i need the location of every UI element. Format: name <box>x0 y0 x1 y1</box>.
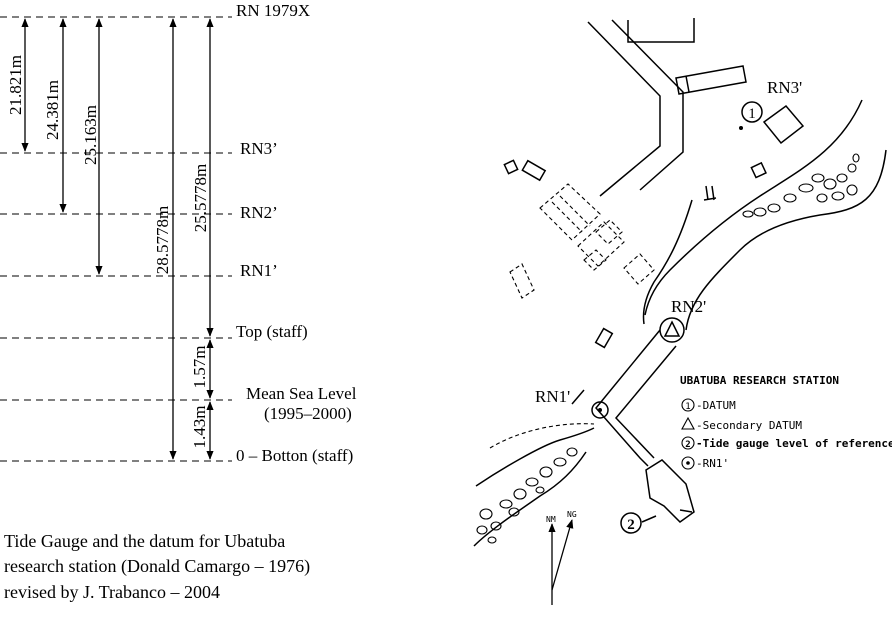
level-label-rn1: RN1’ <box>240 261 278 280</box>
building-small <box>750 161 767 179</box>
legend-symbol-gauge <box>681 436 695 450</box>
datum-diagram: RN 1979X RN3’ RN2’ RN1’ Top (staff) Mean… <box>0 1 357 465</box>
legend-item-rn1: -RN1' <box>696 457 729 470</box>
jetty-small <box>703 185 717 201</box>
level-label-msl: Mean Sea Level <box>246 384 357 403</box>
caption-line-1: Tide Gauge and the datum for Ubatuba <box>4 531 285 551</box>
legend-symbol-rn1-dot <box>686 461 690 465</box>
legend-symbol-rn1 <box>681 456 695 470</box>
datum-1-marker <box>741 101 763 123</box>
north-arrows: NM NG <box>546 510 577 605</box>
rn1-tick <box>571 389 585 405</box>
north-grid-label: NG <box>567 510 577 519</box>
level-sublabel-msl: (1995–2000) <box>264 404 352 423</box>
building-top <box>675 65 747 95</box>
marker-2-leader <box>641 515 657 523</box>
coastline-lower-left-2 <box>473 451 587 547</box>
coast-dotted <box>489 423 595 449</box>
level-label-rn1979x: RN 1979X <box>236 1 310 20</box>
legend-symbol-datum-number: 1 <box>685 402 690 412</box>
path-to-rn2 <box>642 199 693 325</box>
coastline-lower-left <box>475 427 595 487</box>
coastline-lower <box>685 149 887 331</box>
gauge-detail <box>679 509 693 513</box>
legend-item-datum: -DATUM <box>696 399 736 412</box>
building-top-divider <box>685 75 690 93</box>
rn2-triangle <box>663 320 681 337</box>
legend-title: UBATUBA RESEARCH STATION <box>680 374 839 387</box>
rocks-upper <box>742 153 860 218</box>
hut-2 <box>521 159 547 182</box>
marker-2-circle <box>620 512 642 534</box>
level-label-rn2: RN2’ <box>240 203 278 222</box>
legend-symbol-gauge-number: 2 <box>685 440 690 450</box>
measure-label-24381: 24.381m <box>43 80 62 140</box>
measure-label-25163: 25.163m <box>81 105 100 165</box>
measure-label-143: 1.43m <box>190 406 209 449</box>
road-edge-inner <box>611 19 684 191</box>
pier <box>595 329 677 467</box>
measure-label-21821: 21.821m <box>6 55 25 115</box>
level-label-rn3: RN3’ <box>240 139 278 158</box>
level-label-top: Top (staff) <box>236 322 308 341</box>
road-edge-left <box>587 21 661 197</box>
gauge-building <box>645 459 695 523</box>
measure-label-255778: 25.5778m <box>191 164 210 232</box>
north-grid-arrow <box>551 519 574 591</box>
legend-symbol-datum <box>681 398 695 412</box>
hut-1 <box>503 159 519 175</box>
legend-triangle-icon <box>681 416 695 430</box>
map-label-rn2: RN2' <box>671 297 706 316</box>
map-label-rn3: RN3' <box>767 78 802 97</box>
buildings-dashed <box>509 183 655 299</box>
legend-item-secondary: -Secondary DATUM <box>696 419 802 432</box>
rocks-lower <box>476 447 578 544</box>
building-square <box>762 104 805 145</box>
rn2-marker <box>659 317 685 343</box>
rn1-point <box>598 408 602 412</box>
north-magnetic-label: NM <box>546 515 556 524</box>
coastline-upper <box>644 99 863 316</box>
caption-line-3: revised by J. Trabanco – 2004 <box>4 582 220 602</box>
measure-label-285778: 28.5778m <box>153 206 172 274</box>
marker-2-number: 2 <box>627 517 635 533</box>
hut-3 <box>594 327 614 349</box>
level-label-bottom: 0 – Botton (staff) <box>236 446 353 465</box>
site-map: 1 RN3' <box>473 18 892 605</box>
map-legend: UBATUBA RESEARCH STATION 1 -DATUM -Secon… <box>680 374 892 470</box>
datum-1-point <box>739 126 743 130</box>
map-label-rn1: RN1' <box>535 387 570 406</box>
figure-caption: Tide Gauge and the datum for Ubatuba res… <box>4 531 310 602</box>
rn1-marker <box>591 401 609 419</box>
measure-label-157: 1.57m <box>190 346 209 389</box>
legend-item-gauge: -Tide gauge level of reference <box>696 437 892 450</box>
road-edge-top <box>627 18 695 43</box>
datum-1-number: 1 <box>748 106 756 122</box>
caption-line-2: research station (Donald Camargo – 1976) <box>4 556 310 577</box>
